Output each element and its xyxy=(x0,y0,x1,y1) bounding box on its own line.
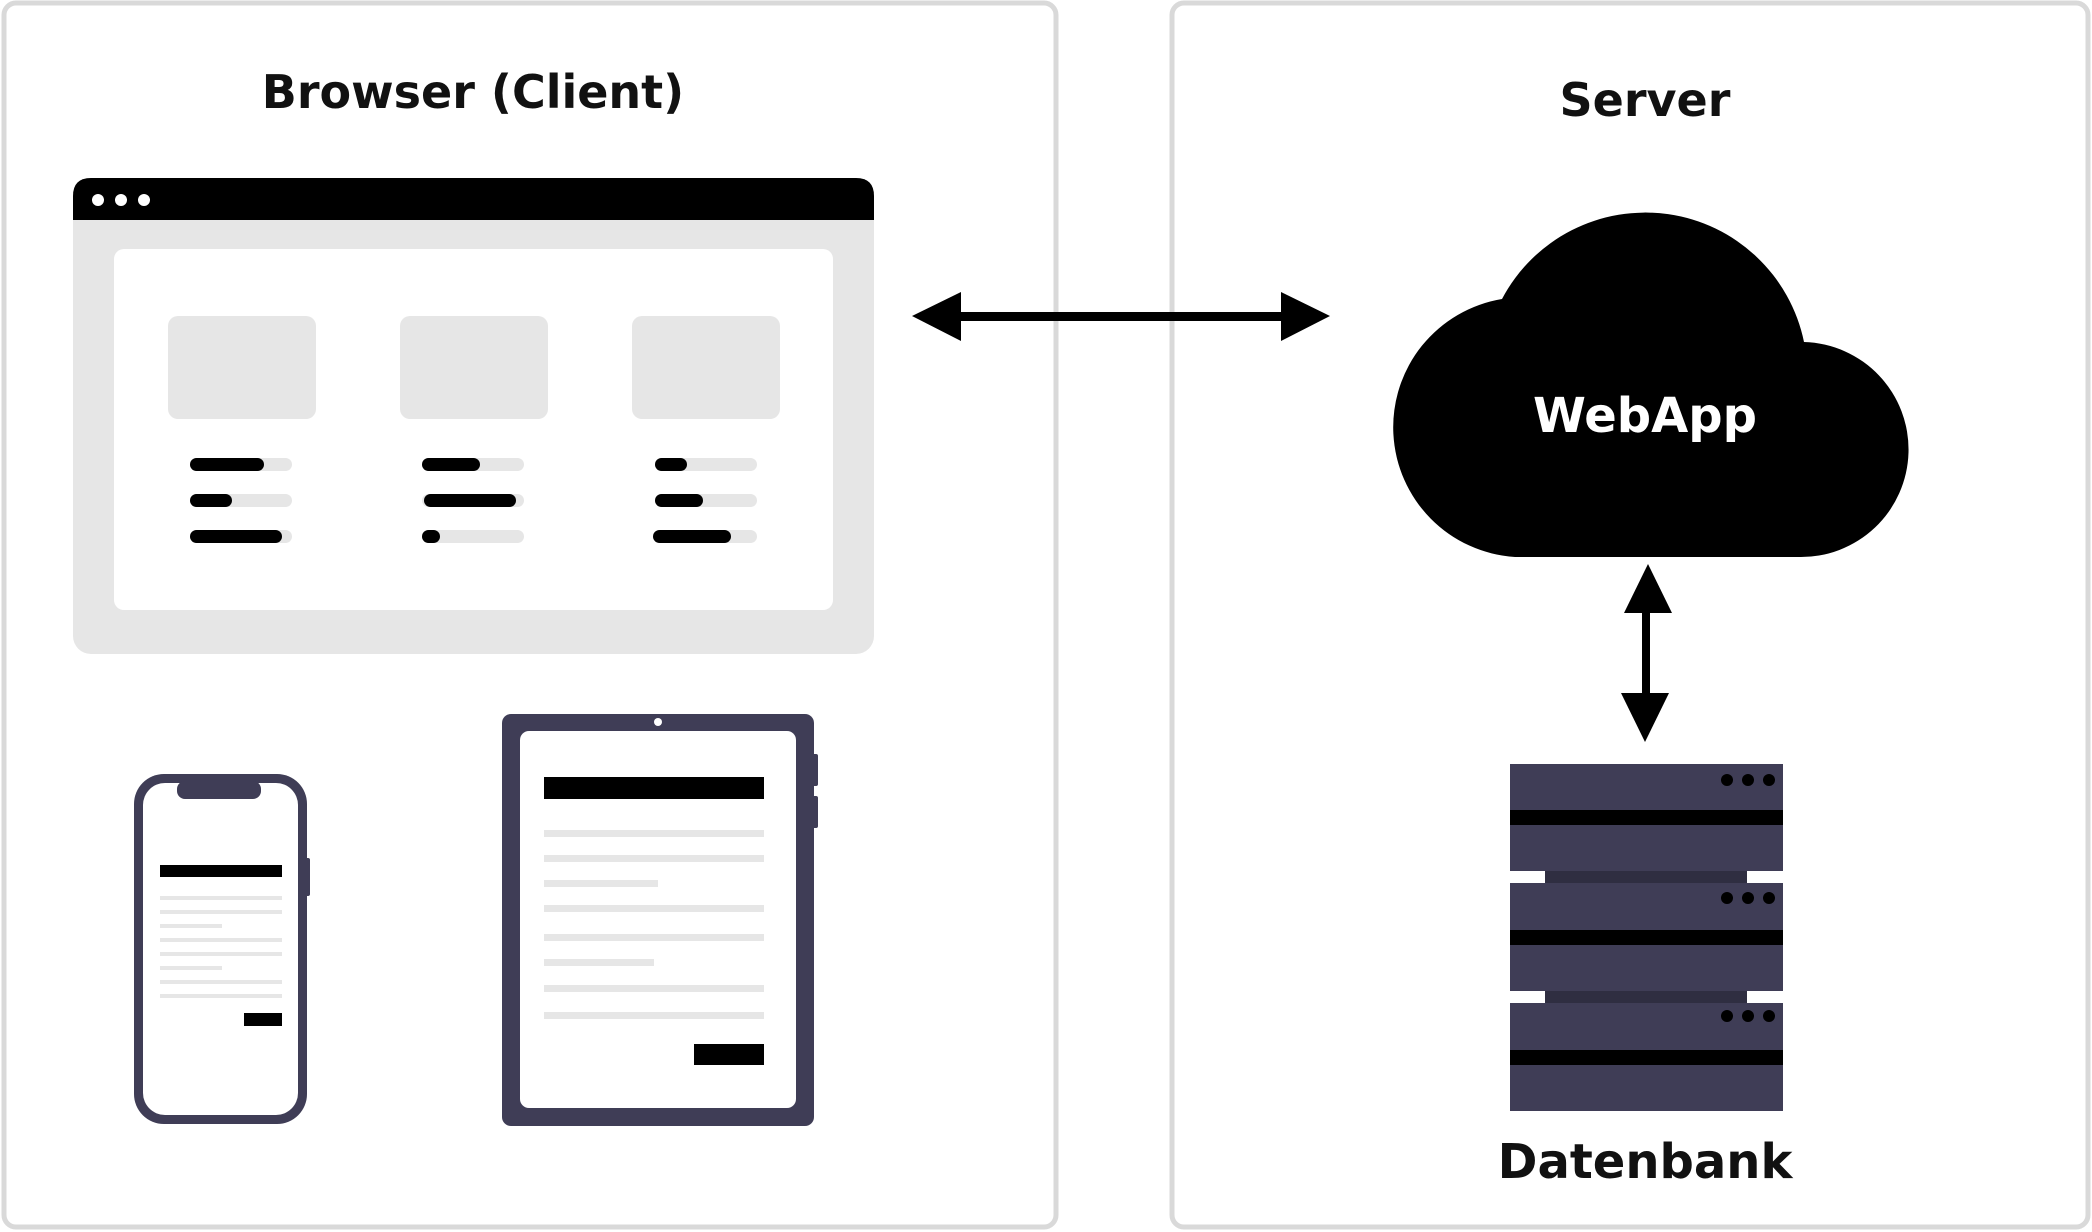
server-unit-stripe xyxy=(1510,930,1783,945)
phone-illustration xyxy=(134,774,310,1124)
card-line-track xyxy=(422,530,524,543)
card-line-fill xyxy=(655,458,687,471)
browser-window-illustration xyxy=(73,178,874,654)
phone-notch xyxy=(177,781,261,799)
tablet-text-line xyxy=(544,985,764,992)
window-dot-icon xyxy=(115,194,127,206)
phone-button xyxy=(244,1013,282,1026)
card-line-fill xyxy=(190,458,264,471)
tablet-camera xyxy=(654,718,662,726)
arrow-head-down xyxy=(1621,693,1669,742)
card-image-placeholder xyxy=(632,316,780,419)
database-label: Datenbank xyxy=(1498,1134,1794,1190)
tablet-button xyxy=(694,1044,764,1065)
cloud-label: WebApp xyxy=(1533,388,1757,444)
arrow-head-up xyxy=(1624,564,1672,613)
phone-text-line xyxy=(160,896,282,900)
server-panel: Server WebApp xyxy=(1169,0,2091,1230)
cloud-shape xyxy=(1393,212,1909,558)
client-panel: Browser (Client) xyxy=(1,0,1059,1230)
server-led-icon xyxy=(1763,892,1775,904)
server-led-icon xyxy=(1721,774,1733,786)
phone-text-line xyxy=(160,966,222,970)
server-led-icon xyxy=(1763,1010,1775,1022)
cloud-icon: WebApp xyxy=(1393,212,1909,558)
arrow-head-right xyxy=(1281,292,1330,341)
arrow-shaft xyxy=(1642,606,1650,696)
window-dot-icon xyxy=(138,194,150,206)
client-panel-title: Browser (Client) xyxy=(262,65,684,119)
phone-text-line xyxy=(160,980,282,984)
tablet-text-line xyxy=(544,880,658,887)
tablet-text-line xyxy=(544,855,764,862)
card-line-fill xyxy=(653,530,731,543)
card-line-fill xyxy=(422,530,440,543)
phone-text-line xyxy=(160,910,282,914)
server-connector xyxy=(1545,991,1747,1003)
phone-text-line xyxy=(160,952,282,956)
browser-content-area xyxy=(114,249,833,610)
tablet-text-line xyxy=(544,959,654,966)
server-unit-stripe xyxy=(1510,1050,1783,1065)
webapp-database-arrow xyxy=(1621,564,1672,742)
window-dot-icon xyxy=(92,194,104,206)
server-unit-stripe xyxy=(1510,810,1783,825)
card-line-fill xyxy=(422,458,480,471)
phone-heading-line xyxy=(160,865,282,877)
card-line-fill xyxy=(190,530,282,543)
browser-title-bar xyxy=(73,178,874,220)
server-led-icon xyxy=(1742,1010,1754,1022)
server-led-icon xyxy=(1763,774,1775,786)
card-image-placeholder xyxy=(168,316,316,419)
database-icon xyxy=(1510,764,1783,1111)
tablet-illustration xyxy=(502,714,818,1126)
server-connector xyxy=(1545,871,1747,883)
tablet-heading-line xyxy=(544,777,764,799)
server-panel-title: Server xyxy=(1560,73,1731,127)
server-led-icon xyxy=(1742,774,1754,786)
tablet-text-line xyxy=(544,1012,764,1019)
tablet-text-line xyxy=(544,830,764,837)
tablet-text-line xyxy=(544,934,764,941)
card-line-fill xyxy=(655,494,703,507)
card-line-fill xyxy=(424,494,516,507)
phone-text-line xyxy=(160,924,222,928)
arrow-shaft xyxy=(955,312,1285,321)
phone-text-line xyxy=(160,994,282,998)
tablet-text-line xyxy=(544,905,764,912)
card-image-placeholder xyxy=(400,316,548,419)
phone-text-line xyxy=(160,938,282,942)
card-line-fill xyxy=(190,494,232,507)
server-led-icon xyxy=(1742,892,1754,904)
server-panel-border xyxy=(1169,0,2091,1230)
client-server-arrow xyxy=(912,292,1330,341)
server-led-icon xyxy=(1721,1010,1733,1022)
arrow-head-left xyxy=(912,292,961,341)
phone-screen xyxy=(143,783,298,1115)
server-led-icon xyxy=(1721,892,1733,904)
